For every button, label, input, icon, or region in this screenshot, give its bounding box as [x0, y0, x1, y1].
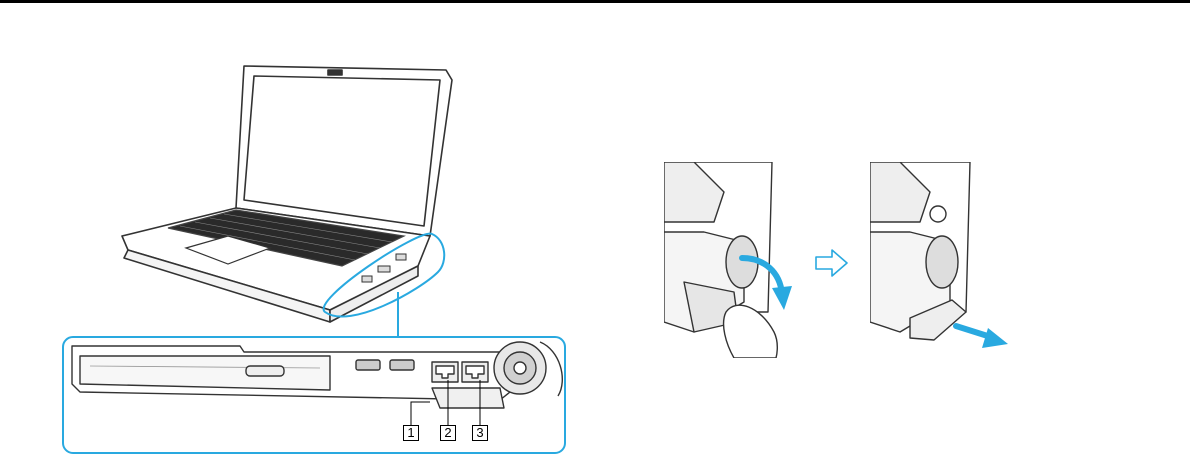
- callout-1: 1: [403, 425, 419, 441]
- callout-2: 2: [440, 425, 456, 441]
- step-remove-cover: [870, 162, 1010, 358]
- port-closeup: [72, 342, 546, 408]
- step-press-cover: [664, 162, 794, 358]
- laptop-lid: [236, 66, 452, 236]
- laptop-illustration: [0, 0, 600, 457]
- hollow-right-arrow-icon: [814, 248, 850, 278]
- finger-icon: [724, 305, 778, 358]
- callout-3: 3: [472, 425, 488, 441]
